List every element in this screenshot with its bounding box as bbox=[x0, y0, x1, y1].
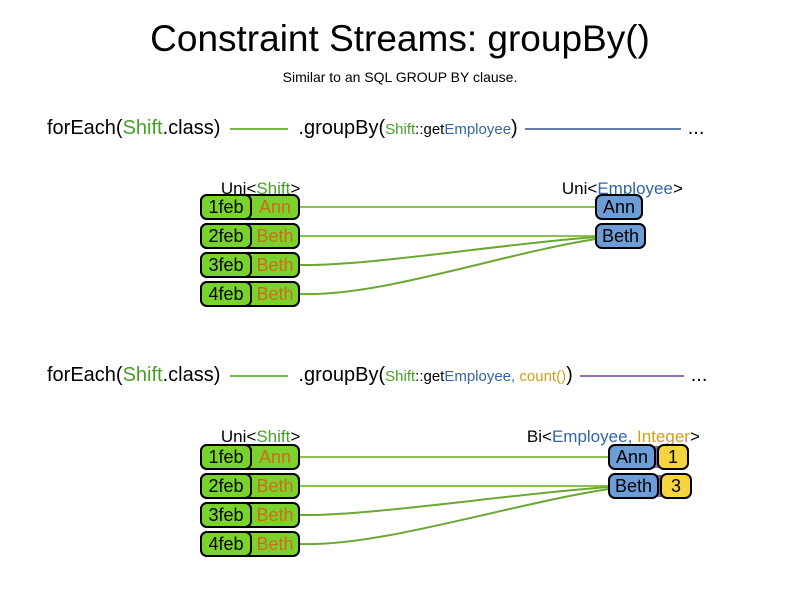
group-column-1: Ann Beth bbox=[595, 194, 647, 252]
label-type: Shift bbox=[256, 427, 291, 446]
shift-table-2: 1feb Ann 2feb Beth 3feb Beth 4feb Beth bbox=[200, 444, 300, 560]
group-pair: Ann 1 bbox=[608, 444, 689, 470]
foreach-close-token: .class) bbox=[162, 364, 221, 386]
shift-row: 3feb Beth bbox=[200, 502, 300, 528]
bi-employee-integer-label: Bi<Employee, Integer> bbox=[508, 407, 700, 467]
label-close: > bbox=[290, 427, 301, 446]
shift-row: 2feb Beth bbox=[200, 223, 300, 249]
foreach-close-token: .class) bbox=[162, 117, 221, 139]
arg-return-token: Employee bbox=[444, 368, 512, 385]
shift-table-1: 1feb Ann 2feb Beth 3feb Beth 4feb Beth bbox=[200, 194, 300, 310]
groupby-close-token: ) bbox=[566, 364, 573, 386]
label-type1: Employee bbox=[551, 427, 628, 446]
label-comma: , bbox=[627, 427, 638, 446]
groupby-open-token: .groupBy( bbox=[298, 117, 386, 139]
shift-row: 3feb Beth bbox=[200, 252, 300, 278]
shift-employee: Beth bbox=[256, 475, 294, 496]
arg-type-token: Shift bbox=[385, 368, 416, 385]
arg-return-token: Employee bbox=[444, 121, 512, 138]
shift-employee: Ann bbox=[258, 446, 292, 467]
shift-date: 4feb bbox=[200, 281, 252, 307]
shift-row: 1feb Ann bbox=[200, 194, 300, 220]
uni-shift-label-1: Uni<Shift> bbox=[202, 159, 300, 219]
green-connector-line bbox=[230, 127, 289, 130]
group-pair: Beth 3 bbox=[608, 473, 693, 499]
uni-shift-label-2: Uni<Shift> bbox=[202, 407, 300, 467]
blue-connector-line bbox=[524, 127, 681, 130]
label-type: Shift bbox=[256, 179, 291, 198]
connector-line bbox=[299, 238, 597, 296]
shift-employee: Ann bbox=[258, 196, 292, 217]
shift-employee: Beth bbox=[256, 533, 294, 554]
arg-method-token: ::get bbox=[415, 121, 445, 138]
label-open: Uni< bbox=[220, 179, 257, 198]
uni-employee-label: Uni<Employee> bbox=[543, 159, 683, 219]
arg-method-token: ::get bbox=[415, 368, 445, 385]
employee-box: Ann bbox=[595, 194, 643, 220]
comma-token: , bbox=[511, 368, 520, 385]
connector-line bbox=[299, 236, 597, 267]
shift-employee: Beth bbox=[256, 225, 294, 246]
connector-line bbox=[299, 486, 610, 517]
shift-employee: Beth bbox=[256, 254, 294, 275]
shift-date: 2feb bbox=[200, 223, 252, 249]
shift-date: 1feb bbox=[200, 444, 252, 470]
shift-date: 2feb bbox=[200, 473, 252, 499]
shift-row: 1feb Ann bbox=[200, 444, 300, 470]
groupby-open-token: .groupBy( bbox=[298, 364, 386, 386]
shift-date: 3feb bbox=[200, 502, 252, 528]
label-close: > bbox=[672, 179, 683, 198]
page-title: Constraint Streams: groupBy() bbox=[150, 18, 650, 59]
employee-box: Beth bbox=[595, 223, 647, 249]
employee-box: Beth bbox=[608, 473, 660, 499]
label-close: > bbox=[290, 179, 301, 198]
groupby-close-token: ) bbox=[511, 117, 518, 139]
purple-connector-line bbox=[579, 374, 684, 377]
count-box: 1 bbox=[657, 444, 689, 470]
foreach-type-token: Shift bbox=[122, 364, 163, 386]
label-close: > bbox=[689, 427, 700, 446]
shift-employee: Beth bbox=[256, 504, 294, 525]
page-subtitle: Similar to an SQL GROUP BY clause. bbox=[282, 69, 518, 85]
label-open: Uni< bbox=[561, 179, 598, 198]
shift-date: 3feb bbox=[200, 252, 252, 278]
employee-box: Ann bbox=[608, 444, 656, 470]
ellipsis: ... bbox=[690, 364, 708, 386]
label-type2: Integer bbox=[637, 427, 690, 446]
connector-line bbox=[299, 488, 610, 546]
foreach-open-token: forEach( bbox=[47, 364, 123, 386]
group-column-2: Ann 1 Beth 3 bbox=[608, 444, 693, 502]
ellipsis: ... bbox=[687, 117, 705, 139]
arg-type-token: Shift bbox=[385, 121, 416, 138]
shift-row: 4feb Beth bbox=[200, 531, 300, 557]
shift-row: 2feb Beth bbox=[200, 473, 300, 499]
foreach-type-token: Shift bbox=[122, 117, 163, 139]
label-open: Uni< bbox=[220, 427, 257, 446]
count-collector-token: count() bbox=[519, 368, 567, 385]
foreach-open-token: forEach( bbox=[47, 117, 123, 139]
label-type: Employee bbox=[597, 179, 673, 198]
shift-row: 4feb Beth bbox=[200, 281, 300, 307]
code-line-2: forEach(Shift.class) .groupBy(Shift::get… bbox=[47, 364, 707, 387]
green-connector-line bbox=[230, 374, 289, 377]
count-box: 3 bbox=[660, 473, 693, 499]
shift-date: 1feb bbox=[200, 194, 252, 220]
shift-employee: Beth bbox=[256, 283, 294, 304]
label-open: Bi< bbox=[526, 427, 552, 446]
code-line-1: forEach(Shift.class) .groupBy(Shift::get… bbox=[47, 117, 704, 140]
shift-date: 4feb bbox=[200, 531, 252, 557]
